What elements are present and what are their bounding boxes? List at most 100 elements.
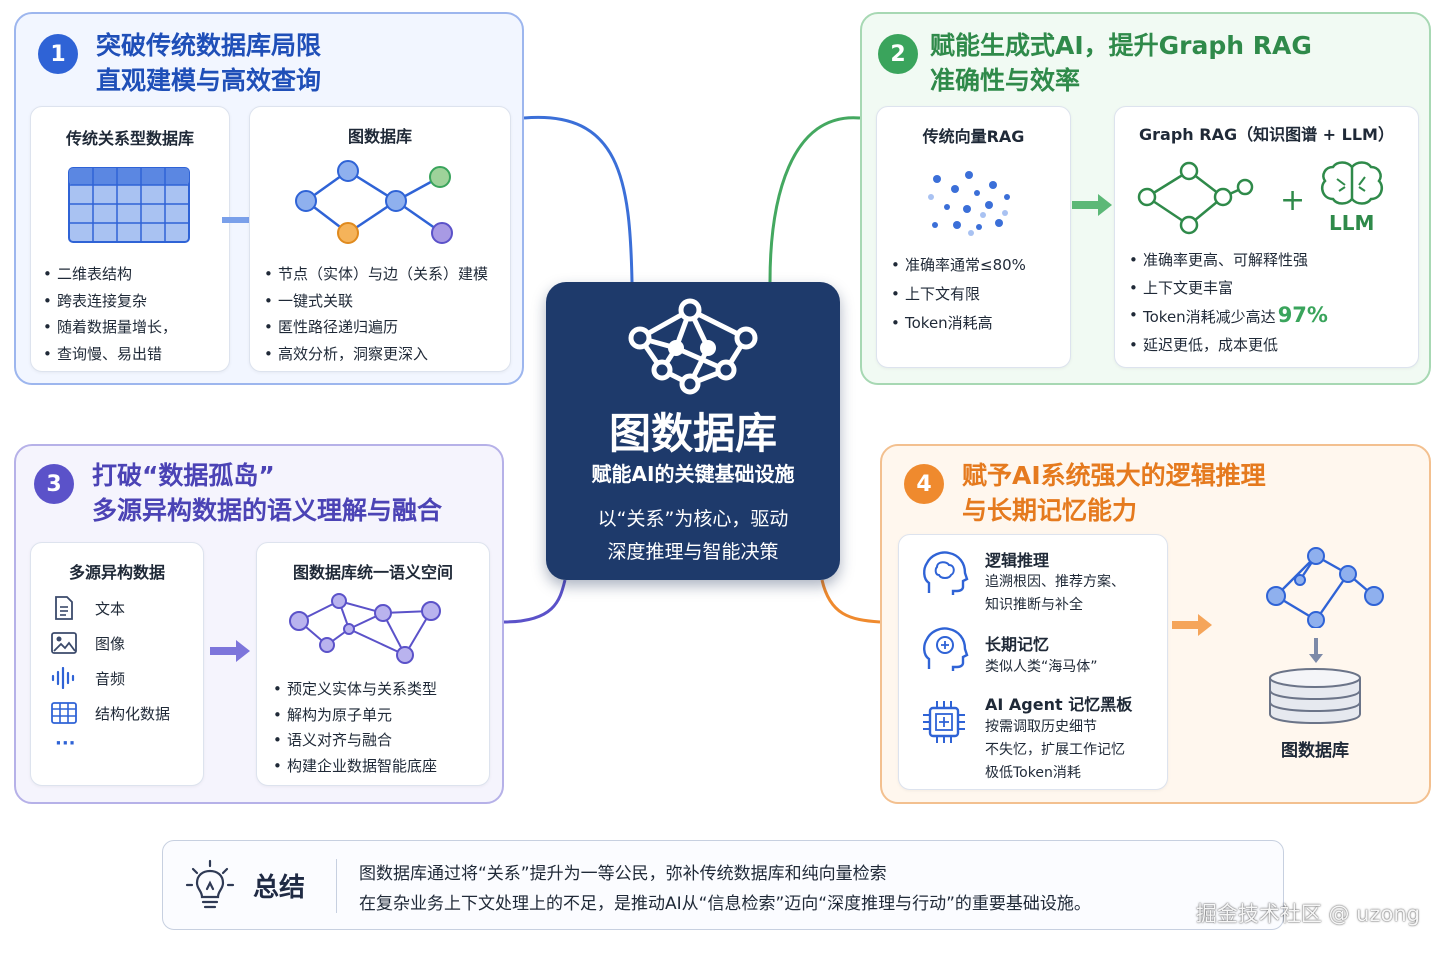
logic-line1: 追溯根因、推荐方案、 bbox=[985, 574, 1125, 590]
semantic-graph-icon bbox=[289, 593, 441, 664]
brain-head-icon bbox=[923, 551, 969, 595]
bullet: 延迟更低，成本更低 bbox=[1127, 332, 1328, 360]
media-label: 音频 bbox=[95, 669, 126, 688]
vector-rag-bullets: 准确率通常≤80% 上下文有限 Token消耗高 bbox=[889, 251, 1026, 338]
vector-dots-icon bbox=[928, 171, 1010, 236]
plus-sign: + bbox=[1280, 183, 1306, 218]
knowledge-graph-icon bbox=[1137, 161, 1254, 235]
summary-line1: 图数据库通过将“关系”提升为一等公民，弥补传统数据库和纯向量检索 bbox=[359, 864, 887, 884]
summary-divider bbox=[336, 859, 337, 913]
media-row-text: 文本 bbox=[51, 595, 125, 621]
panel-4-title-line2: 与长期记忆能力 bbox=[962, 496, 1138, 525]
token-reduction-highlight: 97% bbox=[1277, 303, 1328, 327]
database-label: 图数据库 bbox=[1281, 741, 1349, 761]
bullet: 二维表结构 bbox=[41, 261, 177, 288]
panel-4-number: 4 bbox=[904, 464, 944, 504]
panel-2-title-line2: 准确性与效率 bbox=[930, 66, 1081, 95]
agent-line3: 极低Token消耗 bbox=[985, 765, 1081, 781]
capabilities-card: 逻辑推理 追溯根因、推荐方案、 知识推断与补全 长期记忆 类似人类“海马体” A… bbox=[898, 534, 1168, 790]
panel-3-title-line1: 打破“数据孤岛” bbox=[92, 461, 275, 490]
vector-rag-title: 传统向量RAG bbox=[922, 127, 1025, 146]
bullet: Token消耗高 bbox=[889, 309, 1026, 338]
media-row-image: 图像 bbox=[51, 630, 125, 656]
network-graph-icon bbox=[628, 298, 758, 395]
bullet: 匿性路径递归遍历 bbox=[262, 314, 488, 341]
panel-2-title-line1: 赋能生成式AI，提升Graph RAG bbox=[930, 31, 1312, 60]
audio-wave-icon bbox=[51, 665, 77, 691]
relational-db-bullets: 二维表结构 跨表连接复杂 随着数据量增长， 查询慢、易出错 bbox=[41, 261, 177, 367]
vector-rag-card: 传统向量RAG 准确率通常≤80% 上下文有限 Token消耗高 bbox=[876, 106, 1071, 368]
more-indicator: ··· bbox=[55, 733, 76, 754]
bullet: 准确率通常≤80% bbox=[889, 251, 1026, 280]
semantic-space-title: 图数据库统一语义空间 bbox=[292, 563, 453, 582]
center-desc-line2: 深度推理与智能决策 bbox=[607, 541, 779, 563]
graph-network-icon bbox=[295, 160, 453, 244]
summary-label: 总结 bbox=[253, 873, 306, 903]
graph-db-bullets: 节点（实体）与边（关系）建模 一键式关联 匿性路径递归遍历 高效分析，洞察更深入 bbox=[262, 261, 488, 367]
lightbulb-icon bbox=[185, 859, 235, 909]
center-subtitle: 赋能AI的关键基础设施 bbox=[591, 462, 795, 486]
panel-4-title-line1: 赋予AI系统强大的逻辑推理 bbox=[962, 461, 1266, 490]
panel-4: 4 赋予AI系统强大的逻辑推理 与长期记忆能力 逻辑推理 追溯根因、推荐方案、 … bbox=[880, 444, 1431, 804]
bullet: 跨表连接复杂 bbox=[41, 288, 177, 315]
bullet: 随着数据量增长， bbox=[41, 314, 177, 341]
memory-line1: 类似人类“海马体” bbox=[985, 659, 1098, 675]
bullet: 查询慢、易出错 bbox=[41, 341, 177, 368]
media-row-audio: 音频 bbox=[51, 665, 125, 691]
image-icon bbox=[51, 630, 77, 656]
document-icon bbox=[51, 595, 77, 621]
bullet: 一键式关联 bbox=[262, 288, 488, 315]
semantic-space-card: 图数据库统一语义空间 预定义实体与关系类型 解构为原子单元 语义对齐与融合 构建… bbox=[256, 542, 490, 786]
relational-db-title: 传统关系型数据库 bbox=[65, 129, 194, 148]
brain-icon bbox=[1321, 161, 1383, 205]
graph-network-icon bbox=[1266, 547, 1384, 628]
agent-title: AI Agent 记忆黑板 bbox=[985, 695, 1133, 714]
media-row-structured: 结构化数据 bbox=[51, 700, 170, 726]
panel-1-title-line2: 直观建模与高效查询 bbox=[96, 66, 322, 95]
bullet: 解构为原子单元 bbox=[271, 703, 437, 729]
center-title: 图数据库 bbox=[608, 409, 777, 458]
agent-line2: 不失忆，扩展工作记忆 bbox=[985, 742, 1125, 758]
bullet: 上下文有限 bbox=[889, 280, 1026, 309]
center-hub: 图数据库 赋能AI的关键基础设施 以“关系”为核心，驱动 深度推理与智能决策 bbox=[546, 282, 840, 580]
graph-db-card: 图数据库 节点（实体）与边（关系）建模 一键式关联 匿性路径递归遍历 高效分析，… bbox=[249, 106, 511, 372]
panel-3-title-line2: 多源异构数据的语义理解与融合 bbox=[92, 496, 443, 525]
logic-line2: 知识推断与补全 bbox=[985, 597, 1083, 613]
panel-2: 2 赋能生成式AI，提升Graph RAG 准确性与效率 传统向量RAG 准确率… bbox=[860, 12, 1431, 385]
graph-rag-title: Graph RAG（知识图谱 + LLM） bbox=[1139, 125, 1394, 144]
table-grid-icon bbox=[68, 167, 190, 243]
media-label: 图像 bbox=[95, 634, 126, 653]
bullet-token: Token消耗减少高达97% bbox=[1127, 302, 1328, 332]
multi-source-title: 多源异构数据 bbox=[68, 563, 165, 582]
arrow-right-icon bbox=[1172, 614, 1212, 636]
panel-2-number: 2 bbox=[878, 34, 918, 74]
relational-db-card: 传统关系型数据库 二维表结构 跨表连接复杂 随着数据量增长， 查询慢、易出错 bbox=[30, 106, 230, 372]
bullet: 预定义实体与关系类型 bbox=[271, 677, 437, 703]
agent-line1: 按需调取历史细节 bbox=[985, 719, 1097, 735]
arrow-right-icon bbox=[1072, 194, 1112, 216]
bullet-token-text: Token消耗减少高达 bbox=[1143, 308, 1276, 326]
watermark: 掘金技术社区 @ uzong bbox=[1195, 902, 1420, 926]
arrow-down-icon bbox=[1309, 638, 1323, 663]
bullet: 语义对齐与融合 bbox=[271, 728, 437, 754]
memory-head-icon bbox=[923, 627, 969, 671]
center-desc-line1: 以“关系”为核心，驱动 bbox=[597, 508, 789, 530]
panel-1-number: 1 bbox=[38, 34, 78, 74]
graph-rag-card: Graph RAG（知识图谱 + LLM） + LLM 准确率更高、可解释性强 … bbox=[1114, 106, 1419, 368]
panel-3: 3 打破“数据孤岛” 多源异构数据的语义理解与融合 多源异构数据 文本 图像 音… bbox=[14, 444, 504, 804]
bullet: 节点（实体）与边（关系）建模 bbox=[262, 261, 488, 288]
semantic-space-bullets: 预定义实体与关系类型 解构为原子单元 语义对齐与融合 构建企业数据智能底座 bbox=[271, 677, 437, 779]
graph-rag-bullets: 准确率更高、可解释性强 上下文更丰富 Token消耗减少高达97% 延迟更低，成… bbox=[1127, 247, 1328, 359]
database-icon bbox=[1269, 668, 1361, 724]
bullet: 构建企业数据智能底座 bbox=[271, 754, 437, 780]
arrow-right-icon bbox=[210, 640, 250, 662]
summary-line2: 在复杂业务上下文处理上的不足，是推动AI从“信息检索”迈向“深度推理与行动”的重… bbox=[359, 894, 1091, 914]
panel-3-number: 3 bbox=[34, 464, 74, 504]
llm-label: LLM bbox=[1329, 211, 1375, 235]
media-label: 结构化数据 bbox=[95, 704, 171, 723]
panel-1: 1 突破传统数据库局限 直观建模与高效查询 传统关系型数据库 二维表结构 跨表连… bbox=[14, 12, 524, 385]
multi-source-card: 多源异构数据 文本 图像 音频 结构化数据 ··· bbox=[30, 542, 204, 786]
panel-1-title-line1: 突破传统数据库局限 bbox=[96, 31, 322, 60]
table-icon bbox=[51, 700, 77, 726]
